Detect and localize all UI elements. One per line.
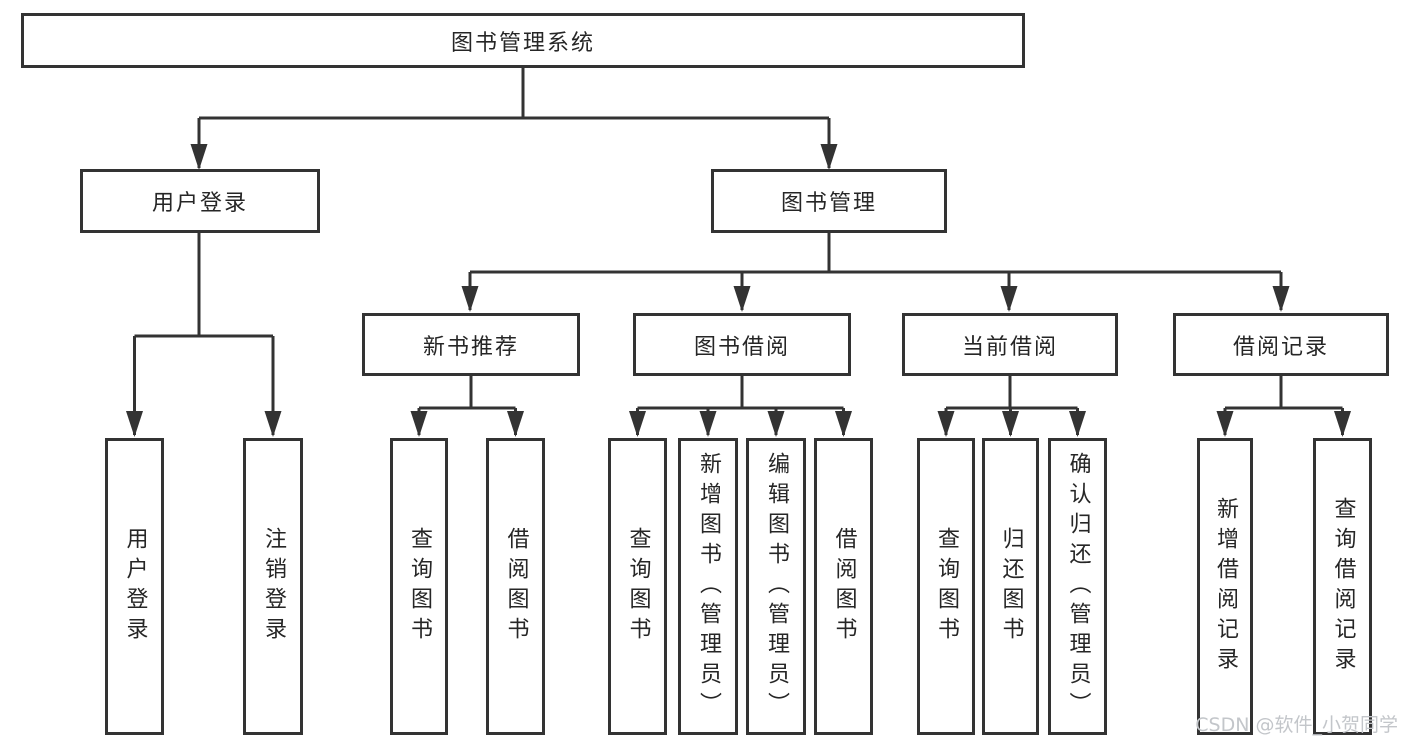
node-label: 用户登录 (122, 526, 148, 647)
leaf-recommend-borrow-books: 借阅图书 (486, 438, 545, 735)
node-label: 查询图书 (625, 526, 651, 647)
arrow-down-icon (733, 286, 751, 312)
node-label: 新书推荐 (422, 334, 519, 360)
node-book-management: 图书管理 (711, 169, 947, 233)
arrow-down-icon (190, 144, 208, 170)
node-label: 新增借阅记录 (1213, 496, 1238, 677)
arrowheads (126, 144, 1351, 437)
arrow-down-icon (264, 411, 282, 437)
node-label: 注销登录 (261, 526, 286, 647)
leaf-borrow-query-books: 查询图书 (608, 438, 667, 735)
arrow-down-icon (699, 411, 717, 437)
arrow-down-icon (461, 286, 479, 312)
csdn-watermark: CSDN @软件_小贺同学 (1195, 714, 1398, 736)
leaf-current-query-books: 查询图书 (917, 438, 975, 735)
arrow-down-icon (126, 411, 143, 437)
arrow-down-icon (1216, 411, 1234, 437)
connector-line (133, 68, 1344, 435)
node-user-login: 用户登录 (80, 169, 320, 233)
arrow-down-icon (767, 411, 785, 437)
node-label: 图书管理系统 (450, 30, 595, 56)
node-label: 查询借阅记录 (1330, 496, 1356, 677)
arrow-down-icon (410, 411, 428, 437)
node-book-borrow: 图书借阅 (633, 313, 851, 376)
arrow-down-icon (1334, 411, 1351, 437)
node-label: 新增图书（管理员） (696, 451, 721, 722)
node-label: 当前借阅 (961, 334, 1058, 360)
arrow-down-icon (835, 411, 852, 437)
node-label: 编辑图书（管理员） (764, 451, 789, 722)
node-label: 图书借阅 (693, 334, 790, 360)
arrow-down-icon (629, 411, 646, 437)
node-label: 确认归还（管理员） (1065, 451, 1091, 722)
node-label: 查询图书 (934, 526, 959, 647)
node-label: 借阅图书 (831, 526, 857, 647)
node-library-system: 图书管理系统 (21, 13, 1025, 68)
leaf-borrow-edit-books-admin: 编辑图书（管理员） (746, 438, 806, 735)
node-label: 借阅图书 (503, 526, 529, 647)
arrow-down-icon (1272, 286, 1290, 312)
node-label: 归还图书 (998, 526, 1024, 647)
arrow-down-icon (1069, 411, 1086, 437)
node-label: 图书管理 (780, 191, 877, 216)
node-new-book-recommend: 新书推荐 (362, 313, 580, 376)
node-label: 借阅记录 (1232, 334, 1329, 360)
leaf-current-confirm-return-admin: 确认归还（管理员） (1048, 438, 1107, 735)
leaf-logout: 注销登录 (243, 438, 303, 735)
leaf-records-query-borrow-record: 查询借阅记录 (1313, 438, 1372, 735)
leaf-borrow-borrow-books: 借阅图书 (814, 438, 873, 735)
node-borrow-records: 借阅记录 (1173, 313, 1389, 376)
leaf-borrow-add-books-admin: 新增图书（管理员） (678, 438, 738, 735)
leaf-recommend-query-books: 查询图书 (390, 438, 448, 735)
arrow-down-icon (1002, 411, 1019, 437)
arrow-down-icon (820, 144, 838, 170)
leaf-records-add-borrow-record: 新增借阅记录 (1197, 438, 1253, 735)
node-label: 用户登录 (151, 191, 248, 216)
arrow-down-icon (507, 411, 524, 437)
arrow-down-icon (1000, 286, 1018, 312)
leaf-current-return-books: 归还图书 (982, 438, 1039, 735)
node-current-borrow: 当前借阅 (902, 313, 1118, 376)
node-label: 查询图书 (407, 526, 432, 647)
arrow-down-icon (937, 411, 955, 437)
leaf-user-login: 用户登录 (105, 438, 164, 735)
